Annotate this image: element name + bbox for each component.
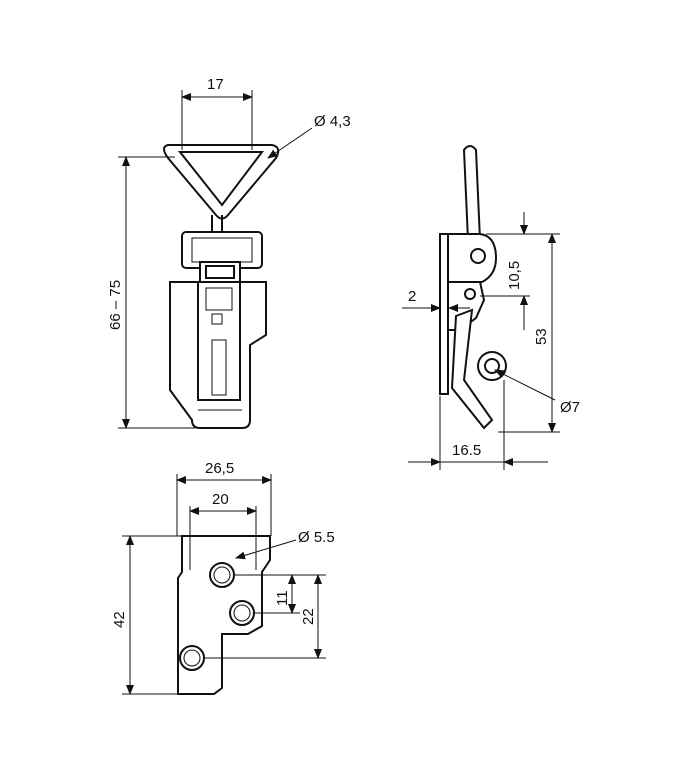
dim-plate-hole-spacing-2: 22 [300, 608, 317, 625]
dim-side-hole-spacing: 10,5 [506, 261, 523, 290]
nut [205, 265, 235, 279]
dim-height-range: 66 – 75 [107, 280, 124, 330]
dim-plate-hole-diameter: Ø 5.5 [298, 529, 335, 546]
dim-plate-height: 42 [111, 611, 128, 628]
dim-side-height: 53 [533, 328, 550, 345]
dim-plate-width-inner: 20 [212, 491, 229, 508]
plate-view: 26,5 20 Ø 5.5 42 11 22 [111, 460, 335, 695]
dim-plate-hole-spacing-1: 11 [274, 590, 291, 606]
pull-rod [462, 145, 482, 241]
side-view: 2 10,5 53 Ø7 16.5 [402, 145, 580, 470]
front-view: 17 Ø 4,3 66 – 75 [107, 76, 351, 429]
dim-side-depth: 16.5 [452, 442, 481, 459]
dim-wire-diameter: Ø 4,3 [314, 113, 351, 130]
dim-side-offset: 2 [408, 288, 416, 305]
hook-arm [450, 308, 494, 430]
wire-loop [163, 144, 280, 220]
dim-plate-width-outer: 26,5 [205, 460, 234, 477]
dim-side-hole-diameter: Ø7 [560, 399, 580, 416]
dim-front-width: 17 [207, 76, 224, 93]
